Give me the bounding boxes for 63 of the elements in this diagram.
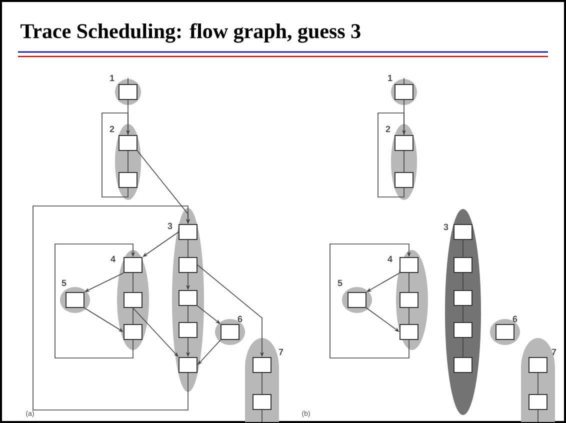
trace-number: 6 — [238, 316, 242, 322]
arrow — [142, 232, 179, 257]
connector-line — [462, 338, 464, 358]
trace-number: 7 — [552, 348, 556, 356]
arrow — [366, 308, 400, 332]
block-box — [394, 84, 414, 100]
block-box — [528, 394, 548, 410]
block-box — [118, 172, 138, 188]
arrow — [32, 206, 190, 410]
trace-number: 4 — [110, 256, 116, 262]
block-box — [178, 322, 198, 338]
block-box — [394, 172, 414, 188]
connector-line — [462, 306, 464, 322]
block-box — [400, 257, 418, 273]
block-box — [124, 292, 142, 308]
arrow — [54, 244, 136, 358]
block-box — [178, 357, 198, 373]
block-box — [252, 394, 272, 410]
block-box — [178, 224, 198, 240]
block-box — [124, 324, 142, 340]
block-box — [454, 357, 472, 373]
arrow — [378, 112, 406, 198]
block-box — [348, 292, 366, 308]
block-box — [118, 135, 138, 151]
block-box — [178, 290, 198, 306]
trace-number: 1 — [110, 74, 114, 82]
trace-number: 7 — [278, 348, 284, 356]
block-box — [124, 257, 142, 273]
arrow — [197, 306, 220, 324]
block-box — [118, 84, 138, 100]
arrow — [132, 308, 178, 357]
arrow — [198, 340, 221, 365]
block-box — [252, 357, 272, 373]
connector-line — [462, 272, 464, 290]
trace-number: 2 — [386, 126, 390, 132]
trace-number: 5 — [62, 280, 66, 286]
trace-number: 3 — [168, 222, 172, 230]
arrow — [102, 112, 130, 198]
connector-line — [462, 240, 464, 258]
block-box — [528, 357, 548, 373]
connector-line — [132, 308, 134, 324]
connector-line — [408, 272, 410, 292]
trace-number: 5 — [338, 280, 342, 286]
connector-line — [408, 308, 410, 324]
connector-line — [132, 272, 134, 292]
block-box — [454, 322, 472, 338]
arrow — [330, 244, 412, 358]
trace-number: 2 — [110, 126, 114, 132]
block-box — [400, 324, 418, 340]
block-box — [220, 324, 240, 340]
trace-number: 3 — [444, 224, 448, 230]
block-box — [454, 290, 472, 306]
block-box — [400, 292, 418, 308]
block-box — [178, 257, 198, 273]
trace-number: 6 — [512, 316, 518, 322]
trace-number: 1 — [388, 74, 392, 82]
block-box — [394, 135, 414, 151]
block-box — [454, 257, 472, 273]
block-box — [66, 292, 84, 308]
block-box — [454, 224, 472, 240]
slide-title: Trace Scheduling: flow graph, guess 3 — [20, 23, 360, 43]
block-box — [496, 324, 514, 340]
trace-number: 4 — [388, 256, 392, 262]
